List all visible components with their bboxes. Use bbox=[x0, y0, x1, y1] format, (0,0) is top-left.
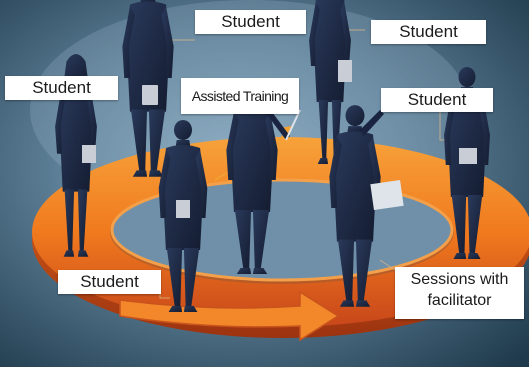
assisted-training-label: Assisted Training bbox=[181, 78, 299, 114]
sessions-label-line2: facilitator bbox=[427, 292, 492, 309]
student-label-bottom-left: Student bbox=[58, 270, 161, 294]
flip-chart-board bbox=[370, 180, 404, 210]
sessions-with-facilitator-label: Sessions with facilitator bbox=[395, 267, 524, 319]
sessions-label-line1: Sessions with bbox=[410, 271, 509, 288]
student-label-top-center: Student bbox=[195, 10, 306, 34]
student-label-top-right: Student bbox=[371, 20, 486, 44]
student-label-left: Student bbox=[5, 76, 118, 100]
student-label-right: Student bbox=[381, 88, 493, 112]
